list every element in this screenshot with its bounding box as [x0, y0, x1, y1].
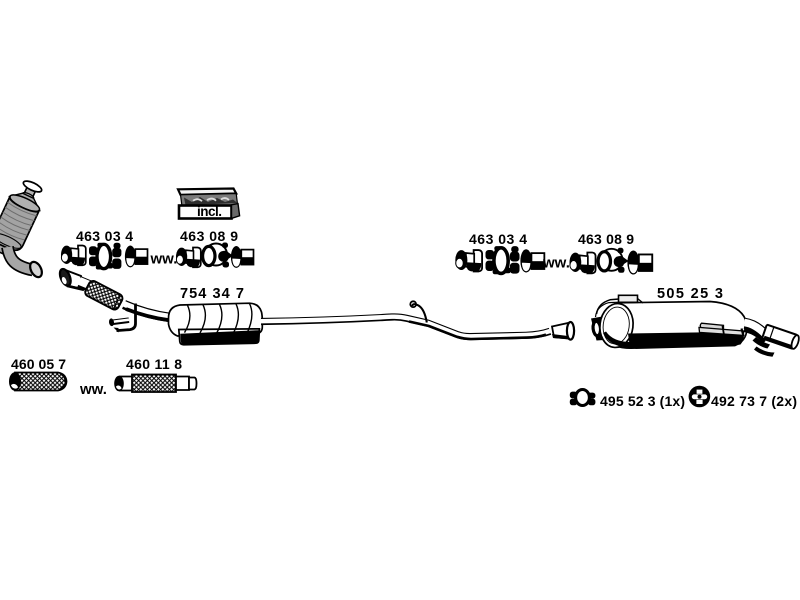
svg-text:ww.: ww.: [150, 251, 178, 268]
svg-text:460 11 8: 460 11 8: [126, 356, 182, 372]
svg-text:754 34 7: 754 34 7: [180, 286, 244, 302]
svg-text:505 25 3: 505 25 3: [657, 286, 723, 302]
svg-text:463 03 4: 463 03 4: [76, 228, 133, 244]
svg-text:492 73 7 (2x): 492 73 7 (2x): [711, 393, 797, 409]
svg-text:incl.: incl.: [197, 204, 222, 219]
svg-text:463 08 9: 463 08 9: [180, 228, 238, 244]
svg-text:460 05 7: 460 05 7: [11, 356, 66, 372]
svg-text:ww.: ww.: [542, 255, 570, 272]
svg-text:ww.: ww.: [79, 381, 107, 398]
svg-text:495 52 3 (1x): 495 52 3 (1x): [600, 393, 685, 409]
svg-text:463 08 9: 463 08 9: [578, 231, 634, 247]
svg-text:463 03 4: 463 03 4: [469, 231, 527, 247]
